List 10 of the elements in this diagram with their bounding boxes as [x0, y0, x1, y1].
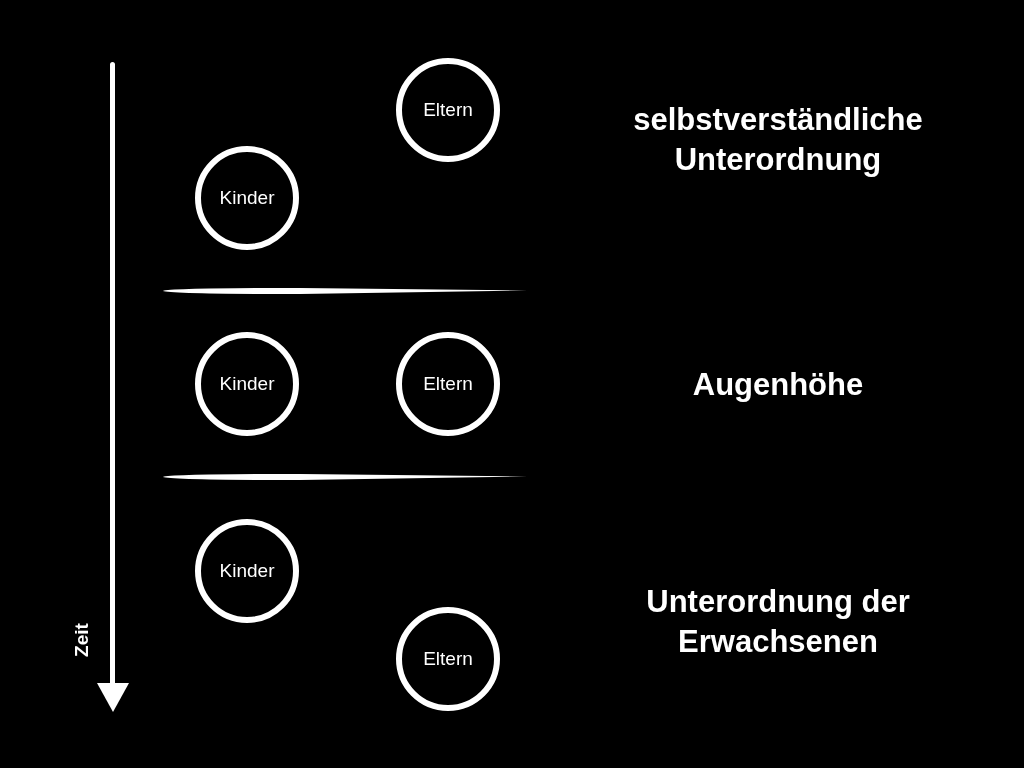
circle-label: Kinder [219, 560, 275, 582]
heading: selbstverständliche Unterordnung [632, 101, 924, 179]
circle-label: Eltern [423, 99, 473, 121]
circle-label: Eltern [423, 648, 473, 670]
heading: Unterordnung der Erwachsenen [645, 583, 911, 661]
circle-label: Kinder [219, 373, 275, 395]
circle-label: Kinder [219, 187, 275, 209]
heading: Augenhöhe [691, 366, 865, 404]
axis-label: Zeit [70, 623, 93, 657]
circle-label: Eltern [423, 373, 473, 395]
